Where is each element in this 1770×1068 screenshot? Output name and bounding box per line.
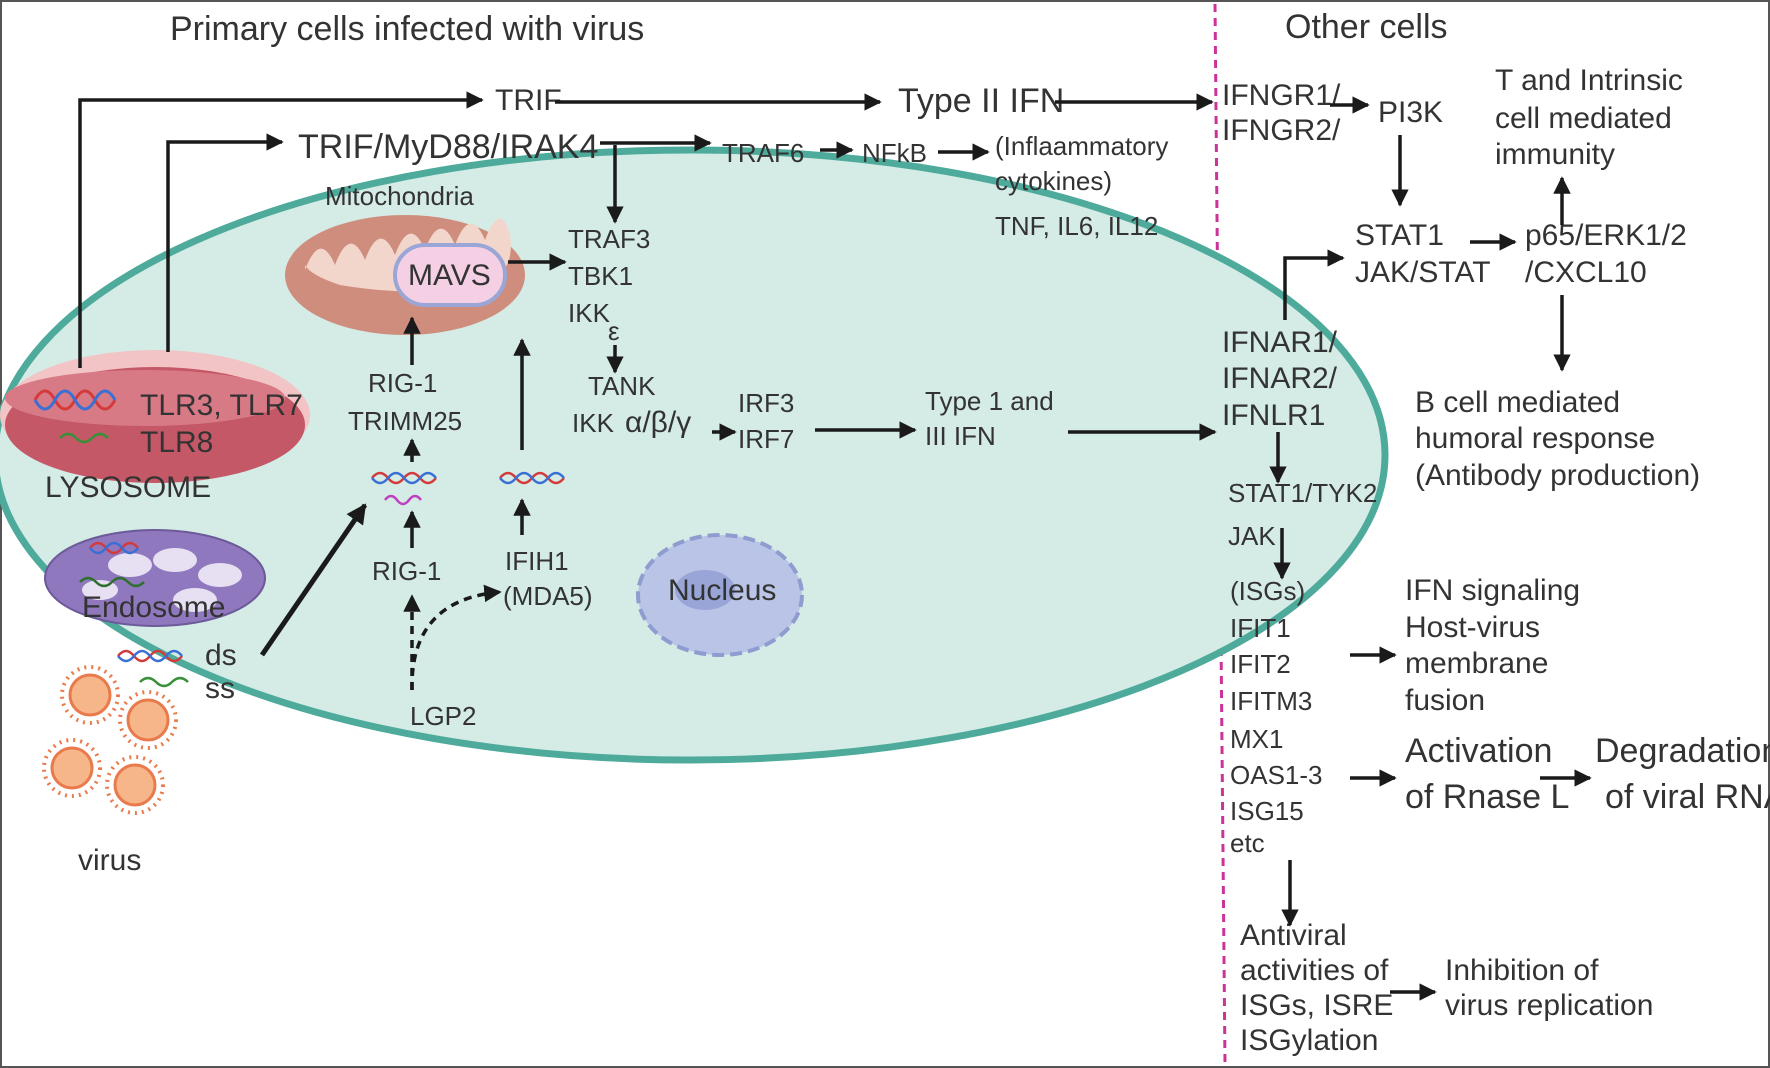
isg-item: IFIT1	[1230, 613, 1291, 643]
label-t-cell-line1: T and Intrinsic	[1495, 64, 1683, 97]
arrow-virus-rna-to-rig1	[259, 503, 368, 657]
label-rig1-lower: RIG-1	[372, 556, 441, 586]
label-mda5: (MDA5)	[503, 581, 593, 611]
label-degradation-line2: of viral RNA	[1605, 778, 1770, 816]
heading-other-cells: Other cells	[1285, 8, 1448, 46]
label-ifngr1: IFNGR1/	[1222, 79, 1341, 112]
label-jak: JAK	[1228, 521, 1276, 551]
label-tlr8: TLR8	[140, 426, 213, 459]
label-lgp2: LGP2	[410, 701, 477, 731]
label-ikk-abg: IKK	[572, 408, 615, 438]
label-irf3: IRF3	[738, 388, 794, 418]
label-type13-line2: III IFN	[925, 421, 996, 451]
label-ikke: IKK	[568, 298, 611, 328]
nucleus-organelle	[636, 533, 804, 657]
label-trimm25: TRIMM25	[348, 406, 462, 436]
arrow-to-trif-myd88	[166, 133, 284, 352]
label-jak-stat: JAK/STAT	[1355, 256, 1491, 289]
virus-particles-icon	[42, 665, 178, 815]
label-alpha-beta-gamma: α/β/γ	[625, 406, 691, 439]
label-tlr3-tlr7: TLR3, TLR7	[140, 389, 303, 422]
lysosome-rna-icon	[33, 389, 117, 444]
label-inflammatory-line2: cytokines)	[995, 166, 1112, 196]
label-antiviral-line4: ISGylation	[1240, 1024, 1378, 1057]
arrow-lgp2-to-ifih1	[410, 584, 502, 691]
label-antiviral-line1: Antiviral	[1240, 919, 1347, 952]
isg-item: ISG15	[1230, 796, 1304, 826]
label-ifnlr1: IFNLR1	[1222, 399, 1325, 432]
label-type13-line1: Type 1 and	[925, 386, 1054, 416]
label-ifn-signaling-line3: membrane	[1405, 647, 1548, 680]
mitochondria-organelle	[285, 215, 525, 335]
label-traf3: TRAF3	[568, 224, 650, 254]
label-p65-line2: /CXCL10	[1525, 256, 1647, 289]
cell-divider-line	[1213, 3, 1227, 1065]
ifih1-rna-icon	[499, 471, 565, 485]
mavs-box	[393, 243, 507, 307]
label-mavs: MAVS	[408, 259, 491, 292]
label-ifnar1: IFNAR1/	[1222, 326, 1338, 359]
label-ifngr2: IFNGR2/	[1222, 114, 1341, 147]
label-ss: ss	[205, 672, 235, 705]
label-t-cell-line3: immunity	[1495, 138, 1615, 171]
label-antiviral-line3: ISGs, ISRE	[1240, 989, 1393, 1022]
ss-rna-icon	[139, 676, 189, 688]
label-cytokines: TNF, IL6, IL12	[995, 211, 1158, 241]
label-ifih1: IFIH1	[505, 546, 569, 576]
label-ifn-signaling-line1: IFN signaling	[1405, 574, 1580, 607]
label-ifnar2: IFNAR2/	[1222, 362, 1338, 395]
label-antiviral-line2: activities of	[1240, 954, 1389, 987]
isg-item: (ISGs)	[1230, 576, 1305, 606]
isg-item: etc	[1230, 828, 1265, 858]
lysosome-organelle	[0, 350, 310, 483]
label-t-cell-line2: cell mediated	[1495, 102, 1672, 135]
label-type2-ifn: Type II IFN	[898, 82, 1064, 120]
label-nucleus: Nucleus	[668, 574, 776, 607]
label-degradation-line1: Degradation	[1595, 732, 1770, 770]
heading-primary-cells: Primary cells infected with virus	[170, 10, 644, 48]
label-trif: TRIF	[495, 84, 562, 117]
label-stat1: STAT1	[1355, 219, 1444, 252]
arrow-ifnar-to-stat1	[1283, 249, 1345, 320]
label-b-cell-line2: humoral response	[1415, 422, 1655, 455]
label-lysosome: LYSOSOME	[45, 471, 211, 504]
label-pi3k: PI3K	[1378, 96, 1443, 129]
label-inhibition-line2: virus replication	[1445, 989, 1653, 1022]
label-ifn-signaling-line4: fusion	[1405, 684, 1485, 717]
label-tbk1: TBK1	[568, 261, 633, 291]
label-ds: ds	[205, 639, 237, 672]
endosome-organelle	[44, 529, 266, 627]
label-inhibition-line1: Inhibition of	[1445, 954, 1599, 987]
isg-item: IFITM3	[1230, 686, 1312, 716]
label-p65-line1: p65/ERK1/2	[1525, 219, 1687, 252]
ds-rna-icon	[117, 649, 183, 663]
label-activation-line2: of Rnase L	[1405, 778, 1569, 816]
isg-item: OAS1-3	[1230, 760, 1323, 790]
label-nfkb: NFkB	[862, 138, 927, 168]
label-trif-myd88-irak4: TRIF/MyD88/IRAK4	[298, 128, 598, 166]
label-rig1-upper: RIG-1	[368, 368, 437, 398]
label-virus: virus	[78, 844, 141, 877]
arrow-lysosome-to-trif	[78, 91, 484, 368]
rig1-rna-icon	[371, 471, 437, 506]
label-ikke-subscript: ε	[608, 316, 620, 346]
isg-item: MX1	[1230, 724, 1283, 754]
label-inflammatory-line1: (Inflaammatory	[995, 131, 1168, 161]
label-traf6: TRAF6	[722, 138, 804, 168]
label-mitochondria: Mitochondria	[325, 181, 474, 211]
label-endosome: Endosome	[82, 591, 225, 624]
label-irf7: IRF7	[738, 424, 794, 454]
label-tank: TANK	[588, 371, 656, 401]
isg-item: IFIT2	[1230, 649, 1291, 679]
label-b-cell-line1: B cell mediated	[1415, 386, 1620, 419]
label-ifn-signaling-line2: Host-virus	[1405, 611, 1540, 644]
label-activation-line1: Activation	[1405, 732, 1552, 770]
label-b-cell-line3: (Antibody production)	[1415, 459, 1700, 492]
label-stat1-tyk2: STAT1/TYK2	[1228, 478, 1377, 508]
